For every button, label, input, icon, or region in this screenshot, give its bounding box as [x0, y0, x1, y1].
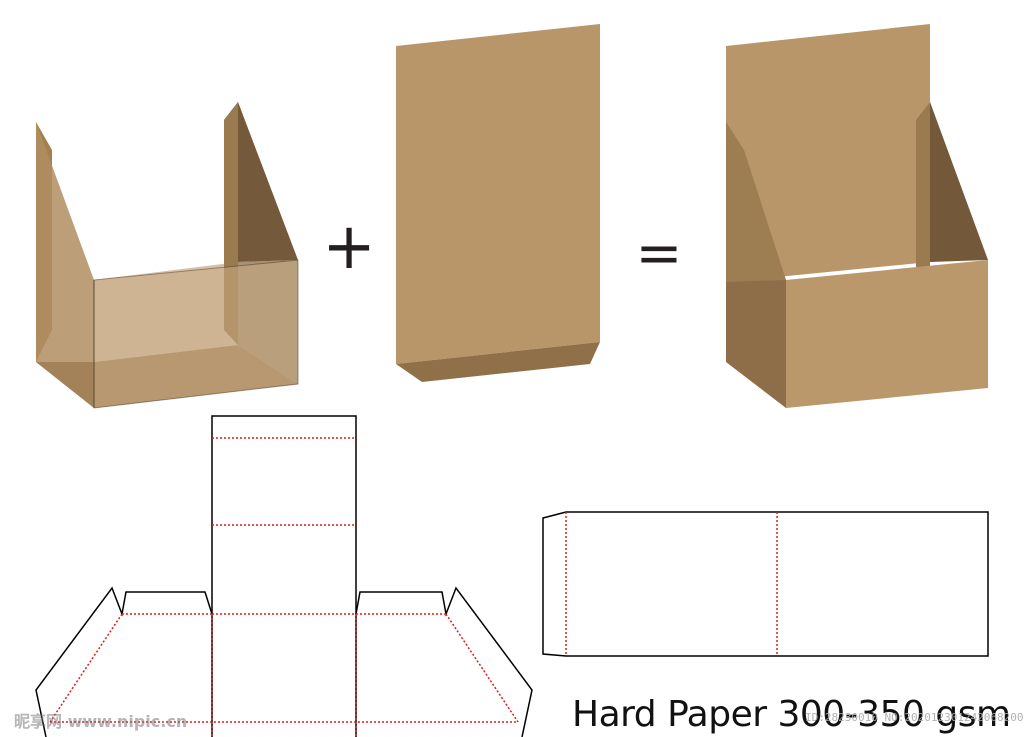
backboard-illustration — [396, 24, 600, 382]
assembled-display-illustration — [726, 24, 988, 408]
dieline-backboard-outline — [542, 511, 989, 657]
dieline-right-flap — [355, 586, 533, 737]
watermark-id: ID:28230010 NO:20201230124206820084 — [805, 711, 1024, 724]
material-caption: Hard Paper 300-350 gsm — [572, 694, 1011, 735]
display-left-wing — [726, 122, 786, 282]
equals-sign: = — [636, 221, 683, 286]
backboard-bottom-edge — [396, 342, 600, 382]
dieline-center-column — [211, 415, 357, 737]
tray-right-side-inner — [224, 102, 298, 262]
tray-dieline — [35, 415, 533, 737]
backboard-dieline — [542, 511, 989, 657]
watermark-site: 昵享网 www.nipic.cn — [14, 712, 188, 731]
display-front — [786, 260, 988, 408]
tray-left-side — [36, 122, 94, 408]
display-right-edge — [916, 102, 930, 268]
backboard-front — [396, 24, 600, 364]
display-backboard — [726, 24, 930, 282]
display-right-inner — [930, 102, 988, 262]
plus-sign: + — [322, 210, 376, 284]
tray-front-panel — [93, 259, 299, 409]
open-tray-illustration — [36, 102, 299, 409]
